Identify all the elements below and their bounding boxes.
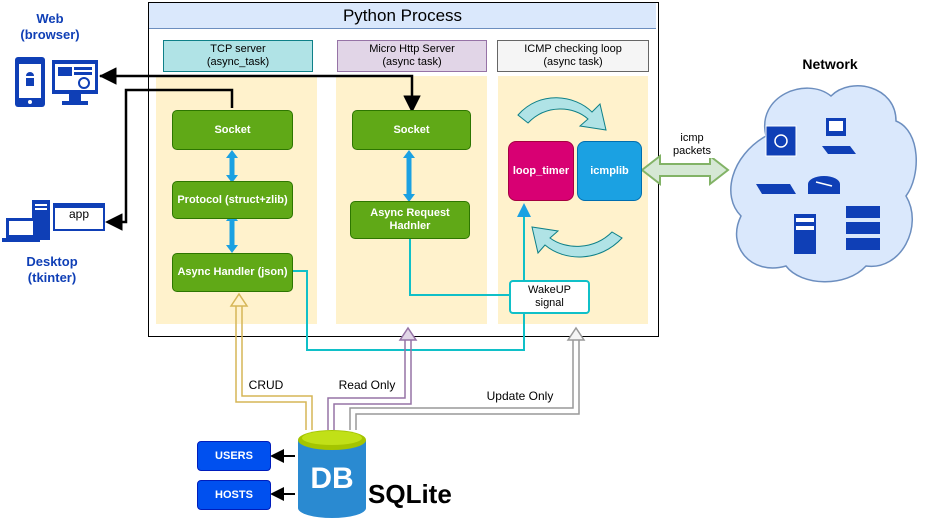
network-storage-icon — [846, 206, 880, 250]
tcp-socket-box: Socket — [172, 110, 293, 150]
sqlite-db-cylinder — [298, 430, 366, 518]
network-title: Network — [802, 56, 858, 72]
crud-label: CRUD — [248, 378, 284, 392]
read-only-line — [327, 340, 412, 430]
icmplib-label: icmplib — [590, 164, 629, 177]
update-only-arrowhead — [566, 326, 586, 341]
http-handler-box: Async Request Hadnler — [350, 201, 470, 239]
network-router-icon — [756, 176, 840, 194]
desktop-icon — [2, 200, 105, 242]
web-client-label: Web (browser) — [10, 11, 90, 43]
tcp-socket-label: Socket — [214, 123, 251, 136]
crud-arrowhead — [229, 292, 249, 307]
http-server-header: Micro Http Server (async task) — [337, 40, 487, 72]
client-connections — [99, 67, 421, 231]
desktop-line1: Desktop — [26, 254, 78, 269]
read-only-arrowhead — [398, 326, 418, 341]
icmp-packets-label: icmp packets — [662, 132, 722, 158]
tcp-header-line2: (async_task) — [206, 56, 270, 68]
wakeup-line2: signal — [535, 297, 564, 309]
tcp-server-header: TCP server (async_task) — [163, 40, 313, 72]
read-only-label: Read Only — [338, 378, 396, 392]
tcp-protocol-box: Protocol (struct+zlib) — [172, 181, 293, 219]
http-header-line1: Micro Http Server — [369, 43, 455, 55]
update-only-line — [349, 340, 580, 430]
tcp-internal-arrows — [229, 155, 412, 247]
wakeup-line1: WakeUP — [528, 284, 571, 296]
loop-arrow-bottom — [531, 226, 623, 258]
python-process-title: Python Process — [342, 5, 463, 25]
hosts-table: HOSTS — [197, 480, 271, 510]
tcp-handler-box: Async Handler (json) — [172, 253, 293, 292]
db-table-connectors — [270, 449, 295, 501]
web-line1: Web — [36, 11, 64, 26]
network-cloud — [730, 85, 917, 283]
tcp-handler-label: Async Handler (json) — [177, 266, 288, 278]
icmp-header-line1: ICMP checking loop — [524, 43, 622, 55]
network-server-icon — [794, 214, 816, 254]
loop-timer-label: loop_timer — [512, 164, 570, 177]
http-socket-label: Socket — [393, 123, 430, 136]
tcp-header-line1: TCP server — [210, 43, 266, 55]
db-name-label: SQLite — [368, 479, 452, 509]
users-table-label: USERS — [215, 450, 253, 462]
icmp-header-line2: (async task) — [543, 56, 603, 68]
http-handler-line1: Async Request — [370, 207, 450, 219]
desktop-app-label: app — [68, 207, 90, 221]
users-table: USERS — [197, 441, 271, 471]
tcp-protocol-label: Protocol (struct+zlib) — [177, 193, 288, 206]
packets-line2: packets — [673, 145, 711, 157]
hosts-table-label: HOSTS — [215, 489, 253, 501]
wakeup-signal-box: WakeUP signal — [509, 280, 590, 314]
desktop-line2: (tkinter) — [27, 270, 77, 285]
http-socket-box: Socket — [352, 110, 471, 150]
icmplib-box: icmplib — [577, 141, 642, 201]
loop-arrow-top — [517, 97, 607, 131]
crud-line — [235, 306, 313, 430]
icmp-loop-header: ICMP checking loop (async task) — [497, 40, 649, 72]
python-process-title-bar: Python Process — [149, 3, 656, 29]
icmp-packets-arrow — [640, 153, 730, 187]
http-header-line2: (async task) — [382, 56, 442, 68]
update-only-label: Update Only — [486, 389, 554, 403]
http-handler-line2: Hadnler — [389, 220, 431, 232]
network-switch-icon — [765, 125, 797, 157]
packets-line1: icmp — [680, 132, 704, 144]
web-line2: (browser) — [20, 27, 80, 42]
desktop-client-label: Desktop (tkinter) — [12, 254, 92, 286]
loop-timer-box: loop_timer — [508, 141, 574, 201]
network-computer-icon — [822, 118, 856, 154]
web-devices-icon — [15, 57, 98, 107]
db-logo-text: DB — [310, 462, 354, 495]
